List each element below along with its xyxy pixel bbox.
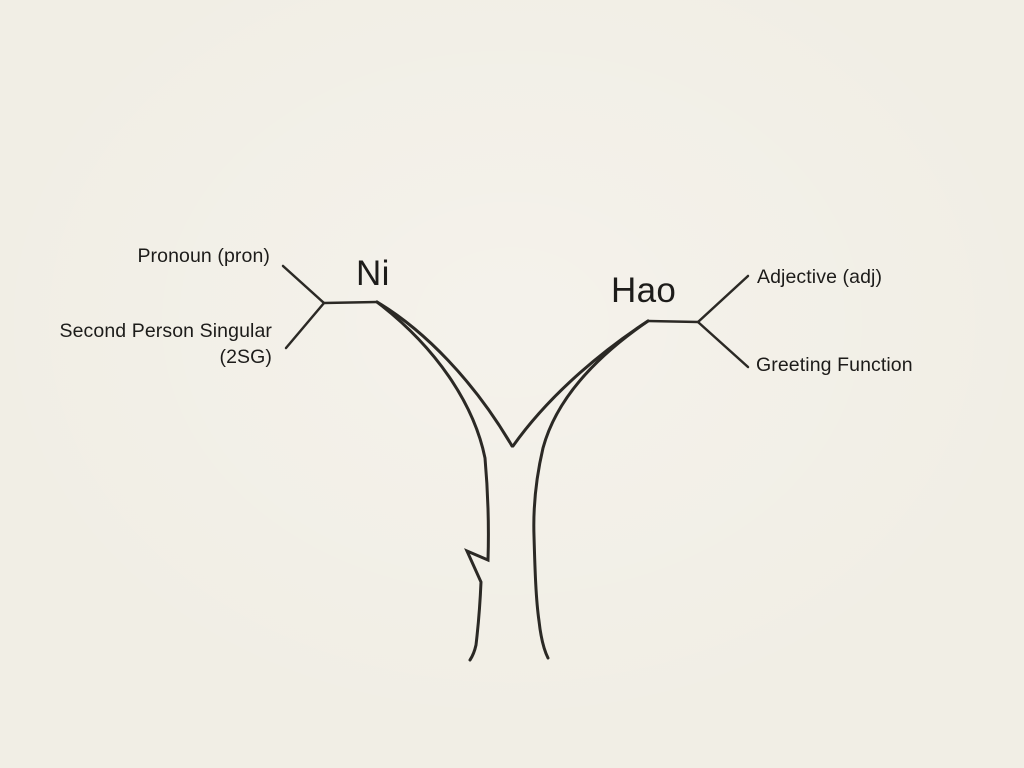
word-hao: Hao <box>611 271 677 310</box>
greeting-connector-line <box>696 320 750 369</box>
label-adjective: Adjective (adj) <box>757 266 883 288</box>
word-ni: Ni <box>356 254 390 293</box>
label-greeting-function: Greeting Function <box>756 354 913 376</box>
left-branch-trunk-curve <box>375 300 490 662</box>
left-branch-inner-curve <box>375 300 514 448</box>
label-second-person-singular-line1: Second Person Singular <box>59 320 272 342</box>
label-pronoun: Pronoun (pron) <box>137 245 270 267</box>
right-branch-trunk-curve <box>532 319 650 660</box>
label-second-person-singular-line2: (2SG) <box>219 346 272 368</box>
second-person-connector-line <box>284 301 326 350</box>
label-second-person-singular: Second Person Singular (2SG) <box>59 318 272 370</box>
right-branch-inner-curve <box>511 319 650 448</box>
